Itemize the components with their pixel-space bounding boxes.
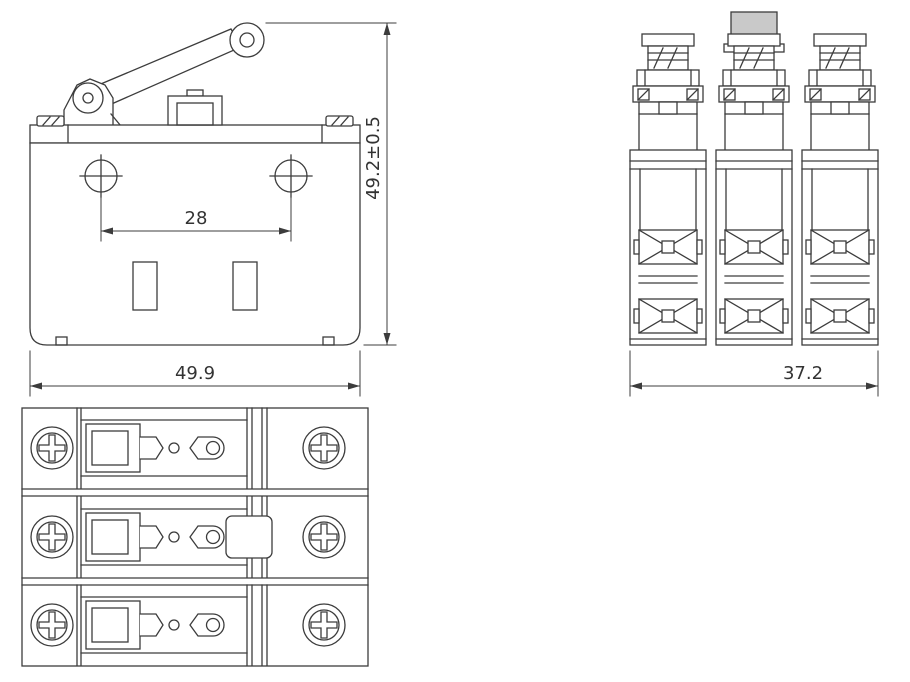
- slot-left: [132, 261, 158, 311]
- side-terminal-3: [804, 33, 876, 151]
- side-switch-unit-2: [715, 149, 793, 346]
- plunger-housing: [167, 89, 223, 126]
- bottom-outline: [21, 407, 369, 667]
- dimension-front-width: 49.9: [29, 350, 361, 397]
- terminal-screw-right: [325, 115, 354, 127]
- side-terminal-1: [632, 33, 704, 151]
- bottom-switch-unit-2: [30, 496, 346, 578]
- side-switch-unit-1: [629, 149, 707, 346]
- dim-label-front-width: 49.9: [175, 363, 215, 384]
- bottom-switch-unit-1: [30, 407, 346, 489]
- pivot: [72, 82, 104, 114]
- mounting-hole-right: [269, 154, 313, 198]
- bottom-view: [21, 407, 369, 667]
- dimension-side-width: 37.2: [629, 350, 879, 397]
- top-plate: [29, 124, 361, 144]
- terminal-screw-left: [36, 115, 65, 127]
- front-view: [29, 22, 361, 346]
- dim-label-side-width: 37.2: [783, 363, 823, 384]
- dim-label-hole-spacing: 28: [185, 208, 208, 229]
- dimension-hole-spacing: 28: [100, 196, 292, 242]
- side-view: [629, 11, 879, 346]
- dim-label-front-height: 49.2±0.5: [363, 116, 384, 200]
- mounting-hole-left: [79, 154, 123, 198]
- bottom-switch-unit-3: [30, 584, 346, 666]
- link-block: [225, 515, 273, 559]
- roller-icon: [229, 22, 265, 58]
- switch-body: [29, 142, 361, 346]
- dimension-front-height: 49.2±0.5: [265, 22, 397, 346]
- slot-right: [232, 261, 258, 311]
- side-switch-unit-3: [801, 149, 879, 346]
